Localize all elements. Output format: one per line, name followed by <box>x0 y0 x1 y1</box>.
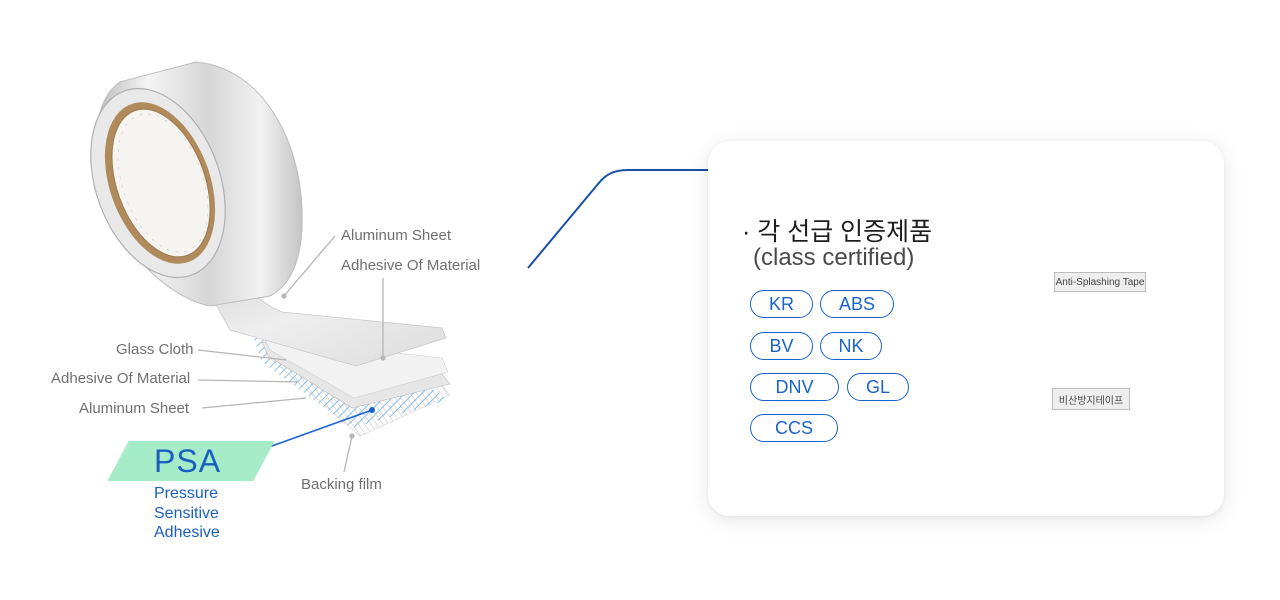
psa-badge: PSA <box>107 441 275 481</box>
tape-roll <box>90 61 303 307</box>
large-roll-label: 비산방지테이프 <box>1052 388 1130 410</box>
label-aluminum-sheet-left: Aluminum Sheet <box>79 400 190 417</box>
label-adhesive-left: Adhesive Of Material <box>51 370 191 387</box>
label-backing-film: Backing film <box>301 476 382 493</box>
label-adhesive-top: Adhesive Of Material <box>341 257 481 274</box>
cert-chip-kr: KR <box>750 290 813 318</box>
label-glass-cloth: Glass Cloth <box>116 341 194 358</box>
connector-curve <box>527 169 710 269</box>
psa-line-1: Pressure <box>154 485 219 502</box>
leader-lines <box>197 235 386 473</box>
psa-line-2: Sensitive <box>154 504 219 522</box>
label-aluminum-sheet-top: Aluminum Sheet <box>341 227 452 244</box>
cert-chip-bv: BV <box>750 332 813 360</box>
cert-chip-dnv: DNV <box>750 373 839 401</box>
small-roll-label: Anti-Splashing Tape <box>1054 272 1146 292</box>
cert-chip-ccs: CCS <box>750 414 838 442</box>
cert-chip-nk: NK <box>820 332 882 360</box>
card-title: · 각 선급 인증제품 <box>742 218 933 246</box>
psa-abbr: PSA <box>154 443 222 479</box>
psa-pointer-line <box>257 409 373 452</box>
cert-chip-gl: GL <box>847 373 909 401</box>
cert-chip-abs: ABS <box>820 290 894 318</box>
certification-card <box>708 141 1224 516</box>
psa-line-3: Adhesive <box>154 524 220 541</box>
card-subtitle: (class certified) <box>753 244 915 271</box>
psa-description: Pressure Sensitive Adhesive <box>154 484 220 543</box>
